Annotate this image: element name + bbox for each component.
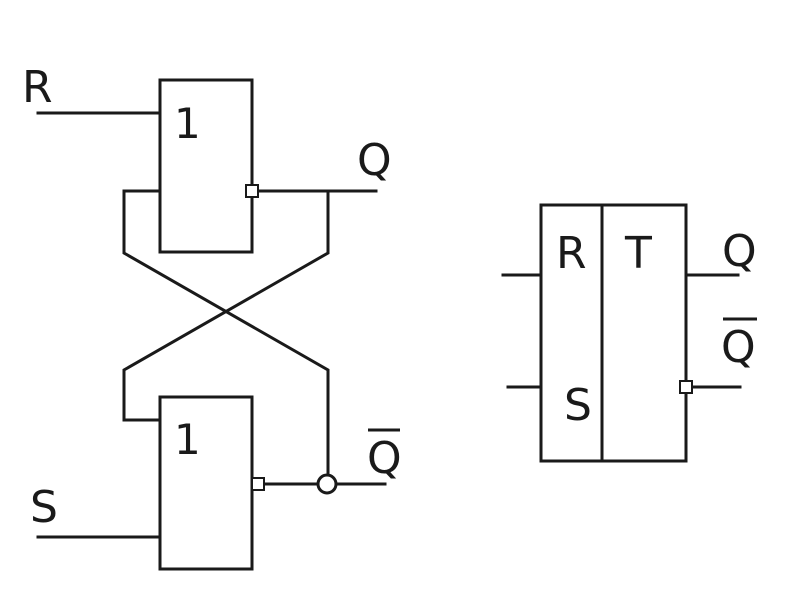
q-bar-junction-circle [316,473,338,495]
bottom-gate-symbol: 1 [174,415,201,464]
latch-r-label: R [22,62,53,113]
top-nor-gate [158,78,254,254]
block-s-label: S [564,380,592,431]
top-gate-inversion-marker [245,184,259,198]
block-inversion-marker [679,380,693,394]
rs-block-symbol: R S T Q Q [501,203,757,463]
block-r-label: R [556,228,587,279]
feedback-wire-top [122,189,330,480]
bottom-nor-gate [158,395,254,571]
block-q-bar-label: Q [721,322,756,373]
latch-q-bar-label: Q [367,433,402,484]
latch-s-label: S [30,482,58,533]
block-q-label: Q [722,226,757,277]
block-body [539,203,688,463]
bottom-gate-inversion-marker [251,477,265,491]
block-function-label: T [624,228,652,279]
top-gate-symbol: 1 [174,99,201,148]
gate-level-latch: 1 1 R S Q Q [22,62,402,571]
feedback-wire-bottom [122,189,330,422]
latch-q-label: Q [357,135,392,186]
